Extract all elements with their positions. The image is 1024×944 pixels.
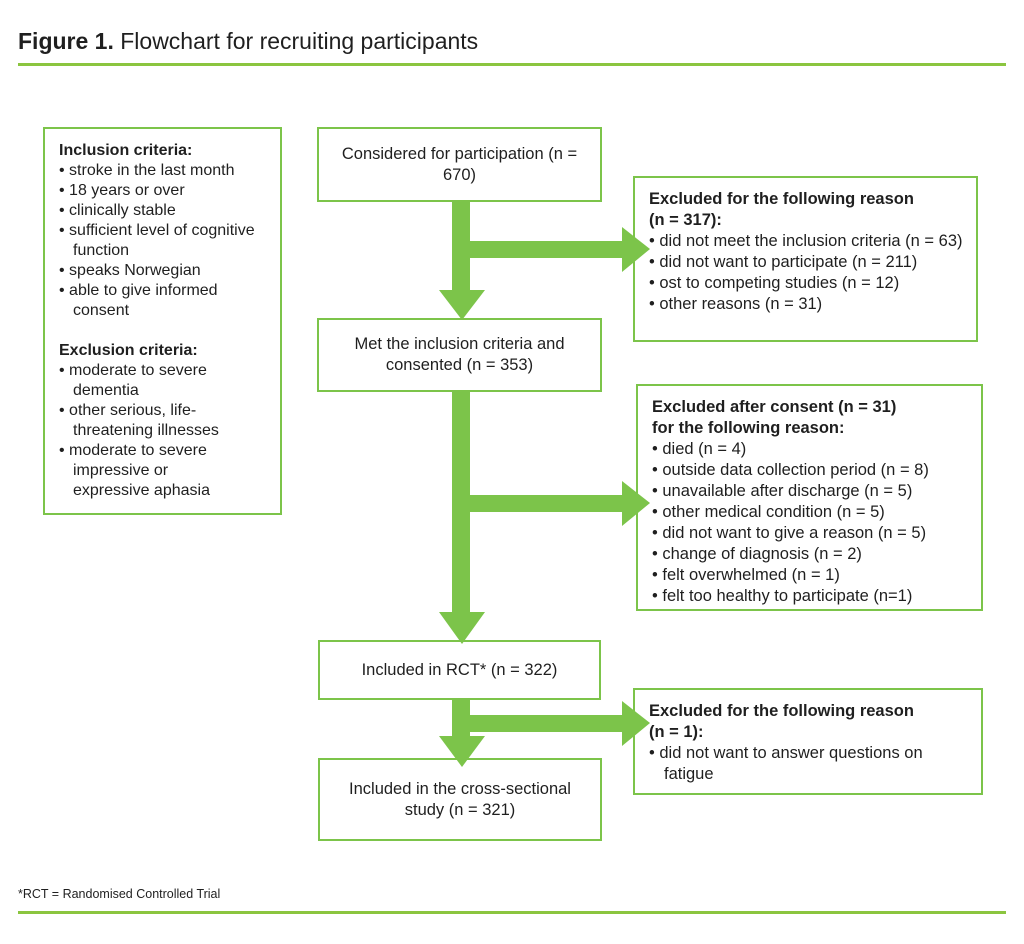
arrow-rct-to-cross-sectional <box>439 700 485 767</box>
excluded-reason: did not want to participate (n = 211) <box>649 252 966 273</box>
excluded-reason: did not meet the inclusion criteria (n =… <box>649 231 966 252</box>
excluded-box-2-heading-line: for the following reason: <box>652 419 845 437</box>
excluded-box-2-heading: Excluded after consent (n = 31) for the … <box>652 397 971 439</box>
exclusion-heading: Exclusion criteria: <box>59 342 198 359</box>
excluded-reason: did not want to answer questions on fati… <box>649 743 971 785</box>
excluded-box-3: Excluded for the following reason (n = 1… <box>633 688 983 795</box>
bottom-rule <box>18 911 1006 914</box>
arrow-branch-excluded-3 <box>461 701 650 746</box>
flow-box-cross-sectional: Included in the cross-sectional study (n… <box>318 758 602 841</box>
excluded-box-1: Excluded for the following reason (n = 3… <box>633 176 978 342</box>
figure-title: Figure 1. Flowchart for recruiting parti… <box>18 27 478 55</box>
excluded-reason: felt overwhelmed (n = 1) <box>652 565 971 586</box>
inclusion-item: able to give informed consent <box>59 281 272 321</box>
excluded-reason: died (n = 4) <box>652 439 971 460</box>
excluded-box-3-heading: Excluded for the following reason (n = 1… <box>649 701 971 743</box>
arrow-consented-to-rct <box>439 392 485 644</box>
arrow-branch-excluded-1 <box>461 227 650 272</box>
figure-caption: Flowchart for recruiting participants <box>113 28 479 54</box>
arrow-branch-excluded-2 <box>461 481 650 526</box>
exclusion-item: moderate to severe impressive or express… <box>59 441 245 501</box>
excluded-box-1-heading-line: Excluded for the following reason <box>649 190 914 208</box>
criteria-box: Inclusion criteria: stroke in the last m… <box>43 127 282 515</box>
flow-box-rct: Included in RCT* (n = 322) <box>318 640 601 700</box>
excluded-reason: did not want to give a reason (n = 5) <box>652 523 971 544</box>
flow-box-considered: Considered for participation (n = 670) <box>317 127 602 202</box>
excluded-reason: unavailable after discharge (n = 5) <box>652 481 971 502</box>
inclusion-list: stroke in the last month 18 years or ove… <box>59 161 272 321</box>
excluded-reason: ost to competing studies (n = 12) <box>649 273 966 294</box>
exclusion-item: other serious, life-threatening illnesse… <box>59 401 272 441</box>
inclusion-item: sufficient level of cognitive function <box>59 221 272 261</box>
excluded-box-1-heading-line: (n = 317): <box>649 211 722 229</box>
excluded-reason: other medical condition (n = 5) <box>652 502 971 523</box>
flow-box-rct-label: Included in RCT* (n = 322) <box>361 660 558 679</box>
excluded-reason: felt too healthy to participate (n=1) <box>652 586 971 607</box>
excluded-reason: other reasons (n = 31) <box>649 294 966 315</box>
flow-box-consented: Met the inclusion criteria and consented… <box>317 318 602 392</box>
excluded-box-2-list: died (n = 4) outside data collection per… <box>652 439 971 607</box>
excluded-box-2: Excluded after consent (n = 31) for the … <box>636 384 983 611</box>
footnote: *RCT = Randomised Controlled Trial <box>18 887 221 901</box>
inclusion-item: speaks Norwegian <box>59 261 272 281</box>
exclusion-list: moderate to severe dementia other seriou… <box>59 361 272 501</box>
inclusion-item: clinically stable <box>59 201 272 221</box>
top-rule <box>18 63 1006 66</box>
excluded-box-1-list: did not meet the inclusion criteria (n =… <box>649 231 966 315</box>
inclusion-heading: Inclusion criteria: <box>59 142 193 159</box>
exclusion-item: moderate to severe dementia <box>59 361 272 401</box>
flow-box-consented-label: Met the inclusion criteria and consented… <box>354 335 565 374</box>
excluded-reason: outside data collection period (n = 8) <box>652 460 971 481</box>
arrow-considered-to-consented <box>439 202 485 320</box>
excluded-box-1-heading: Excluded for the following reason (n = 3… <box>649 189 966 231</box>
excluded-reason: change of diagnosis (n = 2) <box>652 544 971 565</box>
flow-box-cross-sectional-label: Included in the cross-sectional study (n… <box>349 779 571 819</box>
inclusion-item: 18 years or over <box>59 181 272 201</box>
figure-label: Figure 1. <box>18 28 114 54</box>
excluded-box-3-heading-line: Excluded for the following reason <box>649 702 914 720</box>
inclusion-item: stroke in the last month <box>59 161 272 181</box>
excluded-box-3-heading-line: (n = 1): <box>649 723 704 741</box>
excluded-box-2-heading-line: Excluded after consent (n = 31) <box>652 398 897 416</box>
excluded-box-3-list: did not want to answer questions on fati… <box>649 743 971 785</box>
flow-box-considered-label: Considered for participation (n = 670) <box>341 144 578 184</box>
